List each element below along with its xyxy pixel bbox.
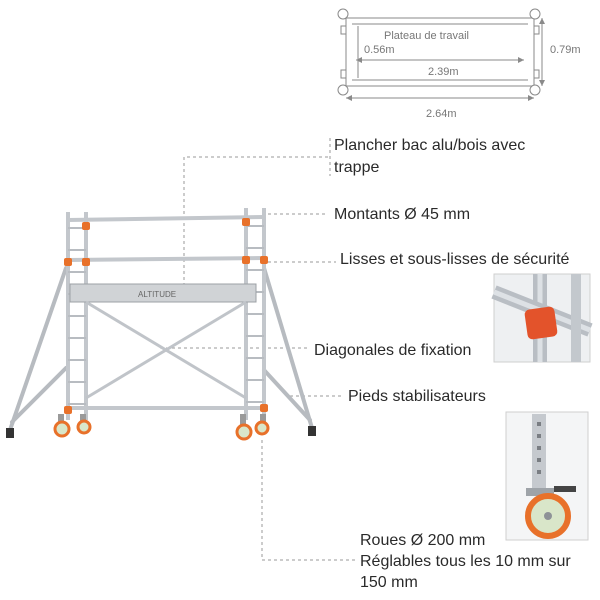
dim-arrow [518,57,524,63]
stabilizer-foot [6,428,14,438]
callout-lisses: Lisses et sous-lisses de sécurité [340,251,570,268]
stabilizer-arm-left [10,366,68,424]
plan-bracket [533,25,540,35]
clamp [242,218,250,226]
dim-arrow [356,57,362,63]
plan-corner-post [337,84,349,96]
stabilizer-leg-right [262,266,314,430]
plan-bracket [533,69,540,79]
clamp [82,258,90,266]
dim-arrow [528,95,534,101]
stabilizer-foot [308,426,316,436]
plan-corner-post [529,8,541,20]
guard-rails [67,215,265,410]
plan-view [337,8,545,101]
plan-inner-length-label: 2.39m [428,66,459,78]
clamp [64,258,72,266]
clamp-detail-icon [524,306,558,340]
work-platform [69,283,257,303]
plan-outer-length-label: 2.64m [426,108,457,120]
wheel-detail-photo [505,411,589,541]
wheel [76,414,92,435]
guard-rail-top [67,215,265,222]
scaffold: ALTITUDE [6,208,316,441]
dim-arrow [346,95,352,101]
leader-plancher [183,156,330,286]
dim-arrow [539,80,545,86]
plan-inner-width-label: 0.56m [364,44,395,56]
wheel [254,414,270,436]
plan-title: Plateau de travail [384,30,469,42]
ladder-frames [66,208,266,420]
clamp [242,256,250,264]
wheel [235,414,253,441]
ladder-rungs [68,225,264,405]
stabilizer-leg-left [8,266,68,432]
clamp [260,256,268,264]
clamp-detail-photo [491,273,593,363]
plan-corner-post [337,8,349,20]
callout-diagonales: Diagonales de fixation [314,342,472,359]
clamp [64,406,72,414]
plan-bracket [340,25,347,35]
plan-outer-frame [345,17,535,87]
plan-bracket [340,69,347,79]
callout-roues-line2: Réglables tous les 10 mm sur [360,553,571,570]
plan-corner-post [529,84,541,96]
brand-logo: ALTITUDE [138,290,176,299]
callout-plancher-line1: Plancher bac alu/bois avec [334,137,526,154]
callout-roues-line1: Roues Ø 200 mm [360,532,486,549]
callout-roues-line3: 150 mm [360,574,418,591]
stabilizer-arm-right [262,368,312,422]
leader-lines [160,138,356,561]
clamp [82,222,90,230]
wheels [53,414,270,441]
callout-montants: Montants Ø 45 mm [334,206,471,223]
diagonal-brace [85,300,247,400]
callout-plancher-line2: trappe [334,159,380,176]
wheel [53,414,71,438]
guard-rail-mid [67,256,265,262]
callout-pieds: Pieds stabilisateurs [348,388,486,405]
dim-arrow [539,18,545,24]
clamp [260,404,268,412]
leader-roues [261,440,356,561]
stabilizer-legs [8,266,314,432]
clamps [64,218,268,414]
diagonal-braces [85,300,247,400]
plan-outer-width-label: 0.79m [550,44,581,56]
